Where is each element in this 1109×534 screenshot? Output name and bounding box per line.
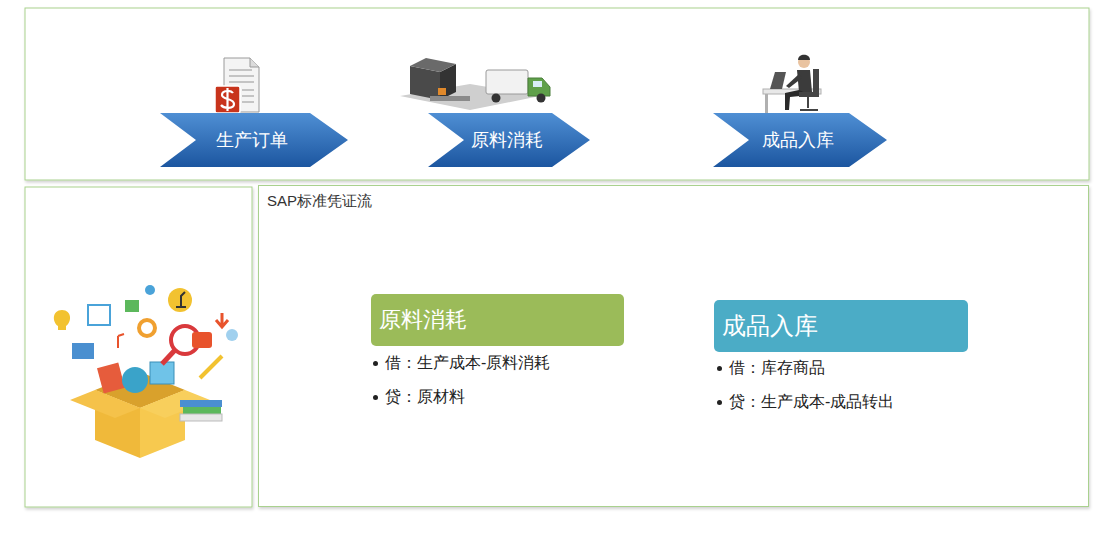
bullet-dot	[373, 395, 378, 400]
books	[183, 407, 221, 414]
bullet-dot	[717, 366, 722, 371]
truck-cab	[528, 78, 550, 96]
entry-text: 借：生产成本-原料消耗	[385, 353, 550, 374]
top-panel	[25, 8, 1089, 180]
parcel	[438, 88, 446, 95]
chair	[800, 70, 818, 110]
chevron-fill	[428, 113, 590, 167]
left-panel	[25, 187, 252, 507]
dollar-badge	[215, 86, 240, 113]
desk-leg	[765, 94, 768, 114]
box-label: 成品入库	[762, 128, 834, 152]
microscope-badge	[168, 288, 192, 312]
entry-text: 借：库存商品	[729, 358, 825, 379]
process-chevron: 成品入库	[713, 113, 887, 167]
hair	[798, 55, 810, 60]
entry-line: 贷：生产成本-成品转出	[717, 390, 894, 414]
bullet-dot	[717, 400, 722, 405]
download	[216, 313, 228, 327]
box-label: 原料消耗	[379, 305, 467, 335]
entry-line: 贷：原材料	[373, 385, 465, 409]
wheel	[537, 94, 546, 103]
box-label: 生产订单	[216, 128, 288, 152]
laptop	[770, 72, 786, 89]
entry-text: 贷：生产成本-成品转出	[729, 392, 894, 413]
calendar-small	[88, 305, 110, 325]
flap-left	[70, 390, 140, 418]
chevron-fill	[713, 113, 887, 167]
box-label: 成品入库	[722, 310, 818, 342]
paper-fold	[250, 58, 259, 67]
factory-icon	[400, 58, 550, 110]
box-label: 原料消耗	[471, 128, 543, 152]
wheel	[492, 94, 501, 103]
voucher-box: 成品入库	[714, 300, 968, 352]
dollar-sign	[221, 88, 234, 111]
magnifier-handle	[162, 350, 175, 364]
entry-line: 借：生产成本-原料消耗	[373, 351, 550, 375]
books	[180, 414, 222, 421]
truck-body	[486, 70, 528, 94]
pencil	[200, 356, 222, 378]
play-icon	[192, 332, 212, 348]
clerk-icon	[763, 55, 821, 114]
arm	[786, 74, 802, 88]
lock	[125, 300, 139, 312]
truck-window	[533, 81, 542, 87]
card	[97, 363, 125, 394]
microscope	[176, 292, 186, 307]
chart	[72, 343, 94, 359]
calendar	[150, 362, 174, 384]
toolbox-illustration	[54, 285, 238, 458]
panel-title: SAP标准凭证流	[267, 192, 372, 211]
process-chevron: 生产订单	[160, 113, 348, 167]
globe	[122, 367, 148, 393]
bulb	[54, 310, 70, 330]
bullet-dot	[373, 361, 378, 366]
voucher-panel: SAP标准凭证流原料消耗 成品入库	[258, 185, 1089, 507]
eye	[145, 285, 155, 295]
order-icon	[215, 58, 259, 113]
music-note	[118, 334, 124, 348]
conveyor	[430, 96, 470, 101]
books	[180, 400, 222, 407]
entry-line: 借：库存商品	[717, 356, 825, 380]
pie	[226, 329, 238, 341]
chevron-fill	[160, 113, 348, 167]
entry-text: 贷：原材料	[385, 387, 465, 408]
process-chevron: 原料消耗	[428, 113, 590, 167]
body	[797, 70, 812, 92]
voucher-box: 原料消耗	[371, 294, 624, 346]
gear	[139, 320, 155, 336]
building-top	[410, 58, 456, 72]
